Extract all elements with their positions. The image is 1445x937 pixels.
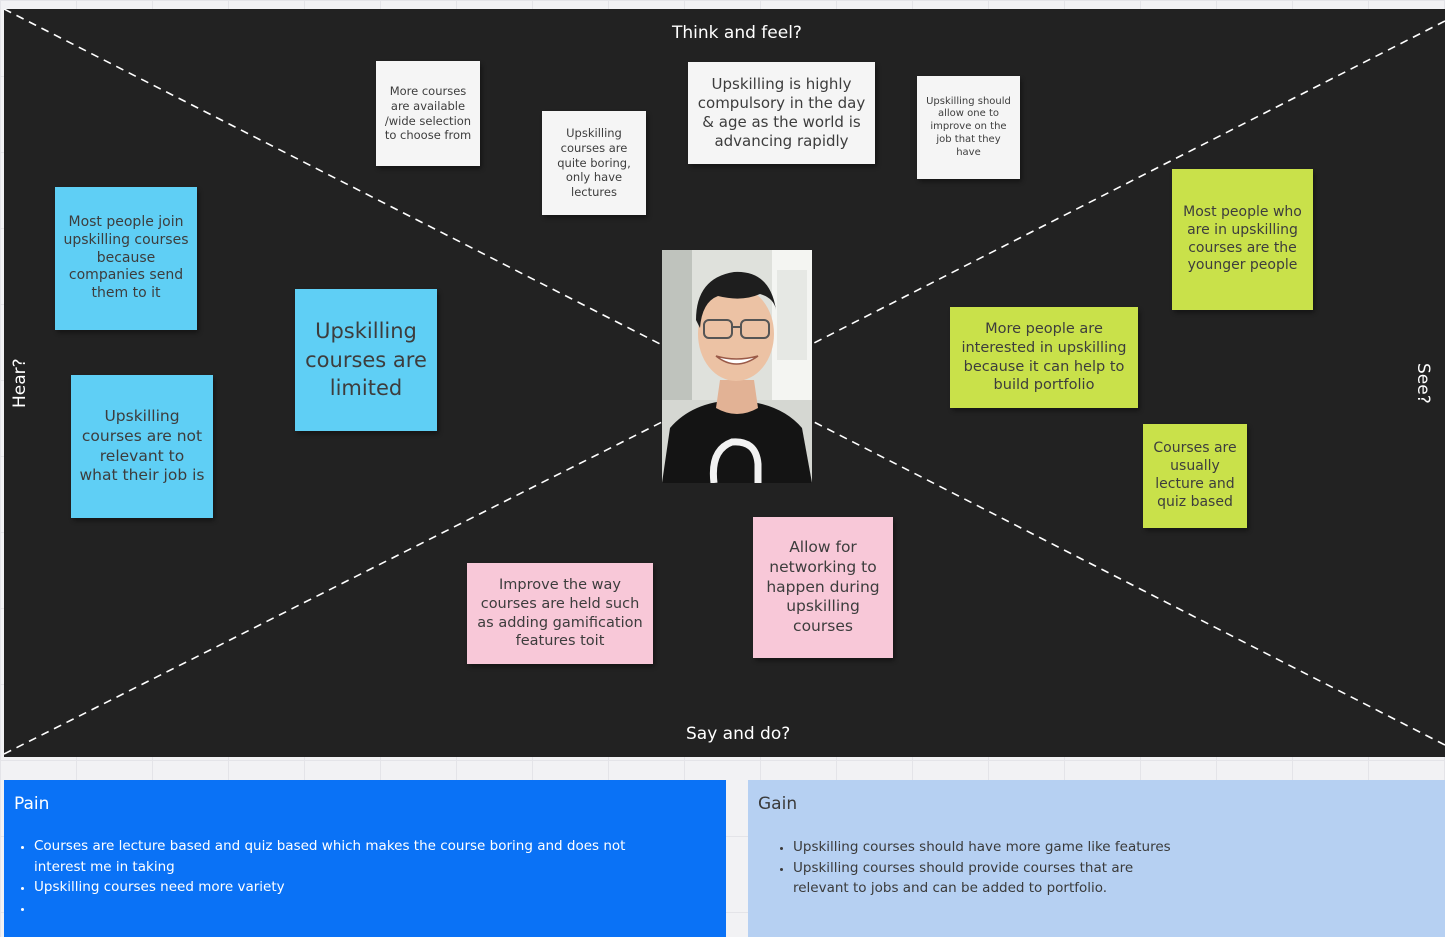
pain-item-2[interactable]: Upskilling courses need more variety bbox=[34, 877, 634, 898]
sticky-note-hear-3[interactable]: Upskilling courses are not relevant to w… bbox=[71, 375, 213, 518]
pain-title: Pain bbox=[14, 794, 50, 814]
pain-item-3[interactable] bbox=[34, 898, 634, 919]
divider-top-left bbox=[4, 9, 663, 346]
divider-top-right bbox=[813, 20, 1445, 344]
sticky-note-think-2[interactable]: Upskilling courses are quite boring, onl… bbox=[542, 111, 646, 215]
quadrant-divider-lines bbox=[4, 9, 1445, 755]
quadrant-label-say-do: Say and do? bbox=[686, 724, 791, 744]
gain-panel[interactable]: Gain Upskilling courses should have more… bbox=[748, 780, 1445, 937]
gain-title: Gain bbox=[758, 794, 798, 814]
gain-list: Upskilling courses should have more game… bbox=[773, 837, 1173, 899]
quadrant-label-think-feel: Think and feel? bbox=[672, 23, 802, 43]
sticky-note-think-3[interactable]: Upskilling is highly compulsory in the d… bbox=[688, 62, 875, 164]
sticky-note-hear-2[interactable]: Upskilling courses are limited bbox=[295, 289, 437, 431]
sticky-note-see-1[interactable]: Most people who are in upskilling course… bbox=[1172, 169, 1313, 310]
sticky-note-hear-1[interactable]: Most people join upskilling courses beca… bbox=[55, 187, 197, 330]
gain-item-1[interactable]: Upskilling courses should have more game… bbox=[793, 837, 1173, 858]
persona-photo-illustration bbox=[662, 250, 812, 483]
gain-item-2[interactable]: Upskilling courses should provide course… bbox=[793, 858, 1173, 899]
sticky-note-think-4[interactable]: Upskilling should allow one to improve o… bbox=[917, 76, 1020, 179]
quadrant-label-hear: Hear? bbox=[10, 358, 30, 408]
sticky-note-see-2[interactable]: More people are interested in upskilling… bbox=[950, 307, 1138, 408]
persona-photo[interactable] bbox=[662, 250, 812, 483]
sticky-note-think-1[interactable]: More courses are available /wide selecti… bbox=[376, 61, 480, 166]
pain-list: Courses are lecture based and quiz based… bbox=[14, 836, 634, 918]
pain-item-1[interactable]: Courses are lecture based and quiz based… bbox=[34, 836, 634, 877]
sticky-note-see-3[interactable]: Courses are usually lecture and quiz bas… bbox=[1143, 424, 1247, 528]
sticky-note-say-2[interactable]: Allow for networking to happen during up… bbox=[753, 517, 893, 658]
divider-bottom-right bbox=[813, 421, 1445, 746]
pain-panel[interactable]: Pain Courses are lecture based and quiz … bbox=[4, 780, 726, 937]
quadrant-label-see: See? bbox=[1413, 363, 1433, 404]
divider-bottom-left bbox=[4, 421, 663, 755]
sticky-note-say-1[interactable]: Improve the way courses are held such as… bbox=[467, 563, 653, 664]
